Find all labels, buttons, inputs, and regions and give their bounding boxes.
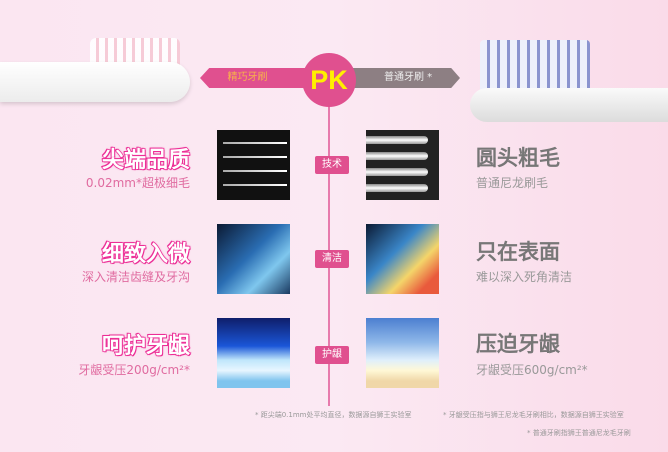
tag-technology: 技术 [315,156,349,174]
left-title-tip: 尖端品质 [101,147,191,174]
right-sub-tip: 普通尼龙刷毛 [476,176,549,190]
right-title-tip: 圆头粗毛 [476,146,560,170]
round-bristle-tip-image [366,130,439,200]
right-sub-gum: 牙龈受压600g/cm²* [476,363,588,377]
fine-bristle-tip-image [217,130,290,200]
deep-clean-image [217,224,290,294]
right-sub-clean: 难以深入死角清洁 [476,270,573,284]
footnote-1: * 距尖端0.1mm处平均直径，数据源自狮王实验室 [255,411,412,419]
right-title-gum: 压迫牙龈 [476,332,560,356]
left-title-gum: 呵护牙龈 [101,333,191,360]
regular-toothbrush-bristles [480,40,590,90]
left-title-clean: 细致入微 [101,241,191,268]
footnote-2: * 牙龈受压指与狮王尼龙毛牙刷相比，数据源自狮王实验室 [443,411,624,419]
right-title-clean: 只在表面 [476,240,560,264]
gum-pressure-image [366,318,439,388]
left-sub-clean: 深入清洁齿缝及牙沟 [81,270,190,284]
tag-cleaning: 清洁 [315,250,349,268]
slim-toothbrush-image [0,62,190,102]
left-sub-gum: 牙龈受压200g/cm²* [78,363,190,377]
regular-toothbrush-label: 普通牙刷 * [350,68,460,88]
pk-badge: PK [302,53,356,107]
surface-clean-image [366,224,439,294]
footnote-3: * 普通牙刷指狮王普通尼龙毛牙刷 [527,429,631,437]
left-sub-tip: 0.02mm*超极细毛 [85,176,190,190]
gentle-gum-image [217,318,290,388]
tag-gum-care: 护龈 [315,346,349,364]
regular-toothbrush-image [470,88,668,122]
slim-toothbrush-label: 精巧牙刷 [200,68,315,88]
